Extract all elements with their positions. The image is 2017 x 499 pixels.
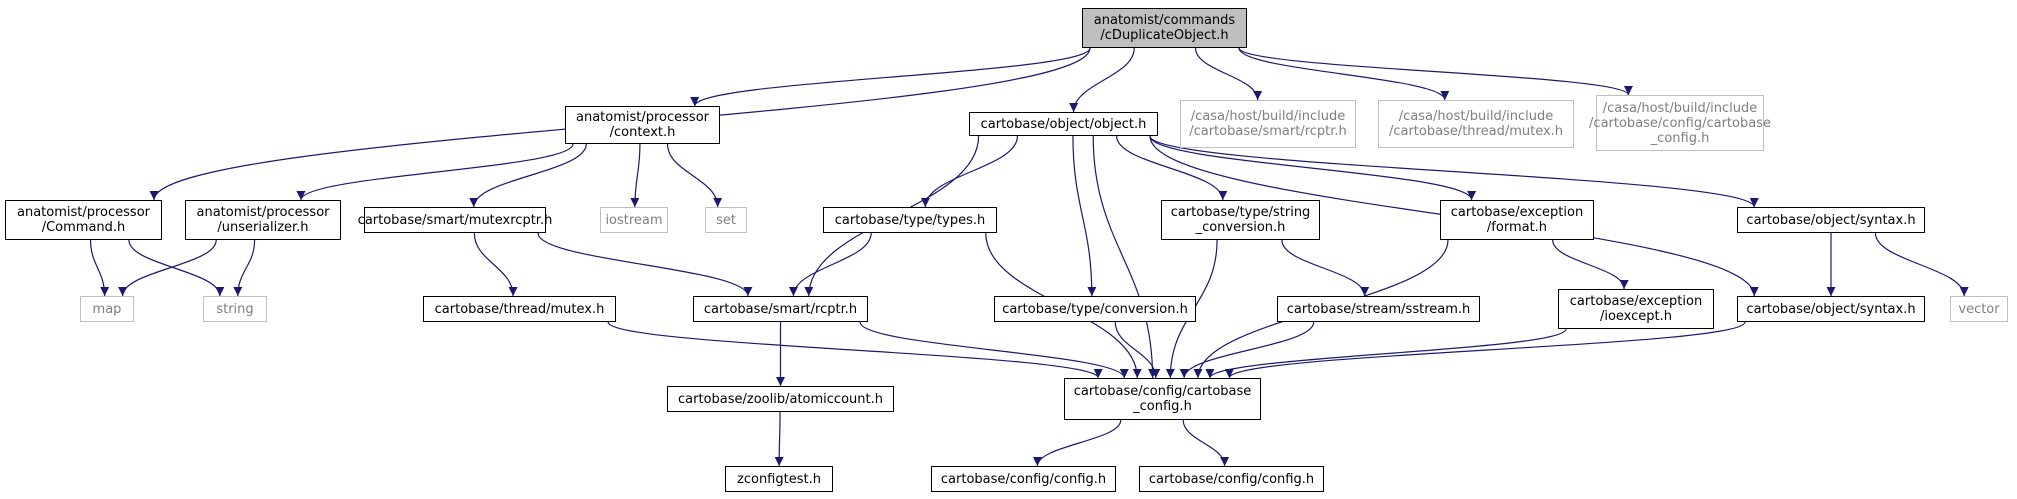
node-string-conversion[interactable]: cartobase/type/string _conversion.h bbox=[1161, 200, 1320, 240]
node-sstream[interactable]: cartobase/stream/sstream.h bbox=[1277, 296, 1480, 322]
node-map: map bbox=[80, 296, 134, 322]
edge-unserializer-to-map bbox=[118, 239, 217, 297]
edge-strconv-to-sstream bbox=[1281, 239, 1370, 297]
node-config-left[interactable]: cartobase/config/config.h bbox=[931, 466, 1116, 492]
edge-root-to-ext_mutex bbox=[1238, 47, 1450, 101]
edge-object-to-strconv bbox=[1116, 135, 1228, 201]
edge-object-to-types bbox=[920, 135, 1019, 208]
node-string: string bbox=[203, 296, 267, 322]
node-root[interactable]: anatomist/commands /cDuplicateObject.h bbox=[1082, 8, 1247, 48]
edge-root-to-ext_rcptr bbox=[1194, 47, 1263, 101]
node-ext-mutex: /casa/host/build/include /cartobase/thre… bbox=[1378, 100, 1574, 148]
edge-rcptr-to-cbconfig bbox=[859, 321, 1129, 379]
edge-root-to-ext_config bbox=[1238, 47, 1633, 96]
edge-object-to-syntax1 bbox=[1149, 135, 1759, 208]
edge-mutexrcptr-to-rcptr bbox=[537, 232, 753, 297]
edge-object-to-format bbox=[1149, 135, 1477, 201]
edge-atomic-to-zconfig bbox=[774, 411, 784, 467]
node-thread-mutex[interactable]: cartobase/thread/mutex.h bbox=[423, 296, 616, 322]
node-ext-config: /casa/host/build/include /cartobase/conf… bbox=[1589, 95, 1771, 151]
node-zconfigtest[interactable]: zconfigtest.h bbox=[725, 466, 833, 492]
edge-unserializer-to-string bbox=[233, 239, 256, 297]
edge-sstream-to-cbconfig bbox=[1179, 321, 1315, 379]
node-ext-rcptr: /casa/host/build/include /cartobase/smar… bbox=[1180, 100, 1356, 148]
node-rcptr[interactable]: cartobase/smart/rcptr.h bbox=[693, 296, 868, 322]
edge-root-to-context bbox=[690, 47, 1091, 107]
node-iostream: iostream bbox=[600, 207, 668, 233]
edge-object-to-conversion bbox=[1072, 135, 1097, 297]
node-format[interactable]: cartobase/exception /format.h bbox=[1440, 200, 1594, 240]
node-syntax-upper[interactable]: cartobase/object/syntax.h bbox=[1737, 207, 1925, 233]
edge-cbconfig-to-config1 bbox=[1032, 419, 1122, 467]
edge-ioexcept-to-cbconfig bbox=[1205, 328, 1567, 379]
edge-context-to-unserializer bbox=[296, 143, 574, 201]
node-mutexrcptr[interactable]: cartobase/smart/mutexrcptr.h bbox=[358, 207, 552, 233]
edge-root-to-object bbox=[1069, 47, 1135, 113]
edge-command-to-map bbox=[89, 239, 110, 297]
node-vector: vector bbox=[1950, 296, 2008, 322]
edge-context-to-mutexrcptr bbox=[469, 143, 587, 208]
edge-command-to-string bbox=[128, 239, 225, 297]
edge-object-to-cbconfig bbox=[1092, 135, 1158, 379]
node-command[interactable]: anatomist/processor /Command.h bbox=[5, 200, 162, 240]
node-ioexcept[interactable]: cartobase/exception /ioexcept.h bbox=[1558, 289, 1714, 329]
edge-format-to-ioexcept bbox=[1552, 239, 1629, 290]
node-atomiccount[interactable]: cartobase/zoolib/atomiccount.h bbox=[667, 386, 894, 412]
node-types[interactable]: cartobase/type/types.h bbox=[823, 207, 997, 233]
edge-types-to-rcptr bbox=[788, 232, 872, 297]
node-conversion[interactable]: cartobase/type/conversion.h bbox=[994, 296, 1196, 322]
edge-context-to-iostream bbox=[630, 143, 641, 208]
edge-thrmutex-to-cbconfig bbox=[607, 321, 1103, 379]
edge-syntax2-to-cbconfig bbox=[1225, 321, 1746, 379]
node-context[interactable]: anatomist/processor /context.h bbox=[565, 106, 720, 144]
node-config-right[interactable]: cartobase/config/config.h bbox=[1139, 466, 1324, 492]
node-unserializer[interactable]: anatomist/processor /unserializer.h bbox=[185, 200, 341, 240]
node-syntax-lower[interactable]: cartobase/object/syntax.h bbox=[1737, 296, 1925, 322]
edge-cbconfig-to-config2 bbox=[1182, 419, 1230, 467]
edge-mutexrcptr-to-thrmutex bbox=[473, 232, 518, 297]
node-object[interactable]: cartobase/object/object.h bbox=[969, 112, 1158, 136]
edge-conversion-to-cbconfig bbox=[1114, 321, 1161, 379]
node-set: set bbox=[705, 207, 747, 233]
edge-syntax1-to-vector bbox=[1874, 232, 1969, 297]
node-cartobase-config[interactable]: cartobase/config/cartobase _config.h bbox=[1064, 378, 1261, 420]
edge-context-to-set bbox=[666, 143, 723, 208]
